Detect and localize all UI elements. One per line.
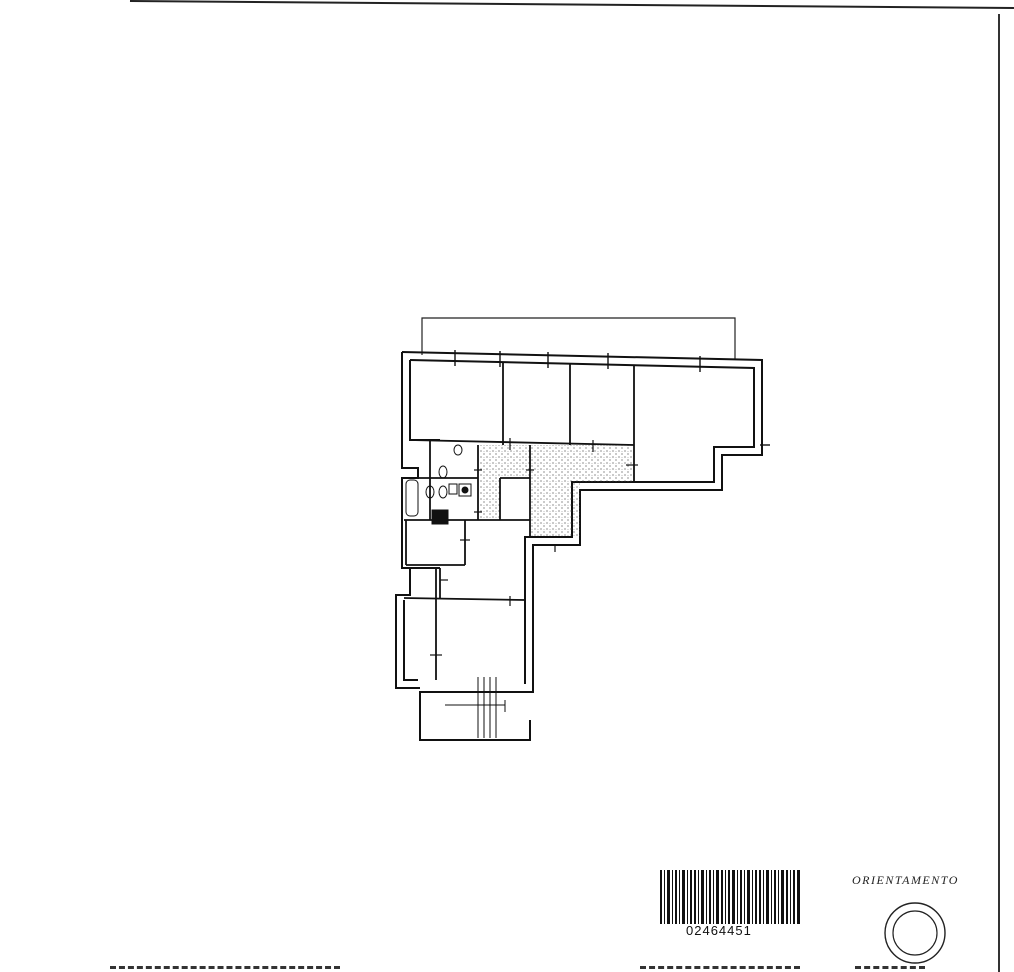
balcony-outline <box>421 317 736 360</box>
hallway-fill <box>478 445 634 537</box>
window-marks <box>454 350 770 446</box>
barcode-number: 02464451 <box>686 923 752 938</box>
bathtub-icon <box>405 479 419 517</box>
bottom-trim <box>110 966 340 969</box>
exterior-wall <box>395 351 763 741</box>
orientation-label: ORIENTAMENTO <box>852 873 959 887</box>
compass-rose-icon <box>884 902 946 964</box>
stove-icon <box>431 483 472 525</box>
barcode-icon <box>660 870 800 924</box>
frame-right-border <box>998 14 1000 972</box>
bottom-trim <box>855 966 925 969</box>
stairwell <box>445 677 506 738</box>
bottom-trim <box>640 966 800 969</box>
interior-walls <box>403 362 635 740</box>
door-marks <box>430 438 638 656</box>
barcode: 02464451 <box>658 870 804 942</box>
toilet-icon <box>425 444 463 499</box>
